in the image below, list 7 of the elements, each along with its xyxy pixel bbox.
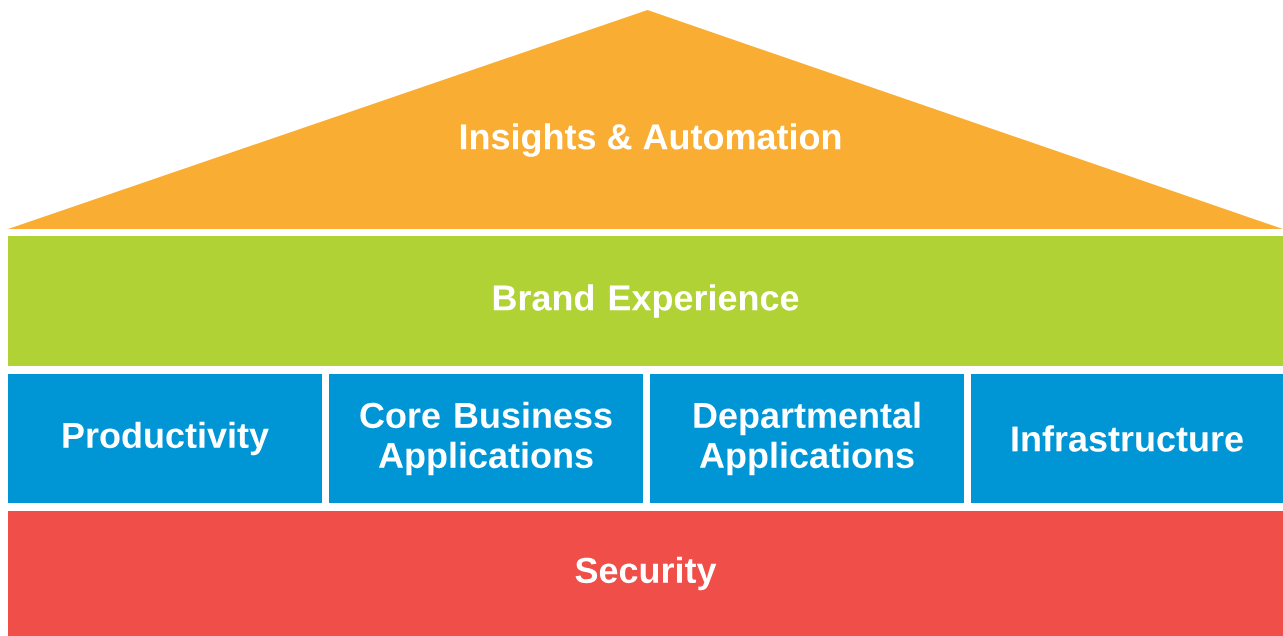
layer-band: Brand Experience <box>8 236 1283 366</box>
pillar-box: Core Business Applications <box>329 374 643 503</box>
pillar-box: Departmental Applications <box>650 374 964 503</box>
pillar-box: Productivity <box>8 374 322 503</box>
roof-triangle: Insights & Automation <box>8 10 1283 229</box>
pillar-box: Infrastructure <box>971 374 1283 503</box>
foundation-band: Security <box>8 511 1283 636</box>
